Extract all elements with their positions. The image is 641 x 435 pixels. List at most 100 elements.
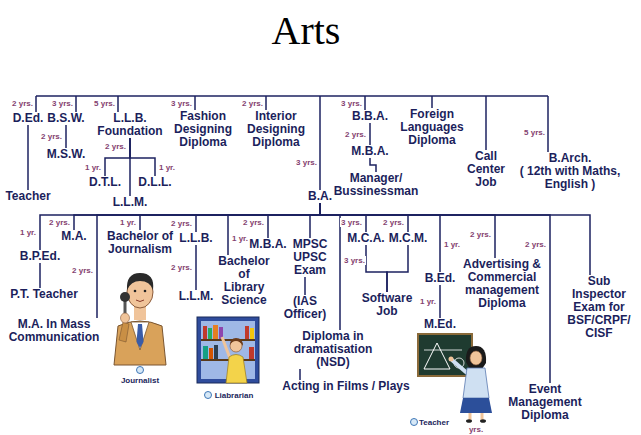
branch-line xyxy=(194,96,196,110)
node-text: (IAS Officer) xyxy=(280,295,330,321)
node-text: D.T.L. xyxy=(85,176,125,189)
figure-caption: Liabrarian xyxy=(214,391,255,400)
connector-line xyxy=(387,245,408,292)
node-text: L.L.B. xyxy=(177,232,215,245)
node-text: B.S.W. xyxy=(43,112,89,125)
branch-line xyxy=(431,96,433,108)
career-node: Advertising & Commercial management Dipl… xyxy=(461,258,543,310)
caption-dot xyxy=(411,419,418,426)
figure-caption: Teacher xyxy=(418,418,450,427)
duration-label: 1 yr. xyxy=(119,218,137,227)
connector-line xyxy=(268,203,320,238)
node-text: P.T. Teacher xyxy=(5,288,83,301)
journalist-jacket xyxy=(114,321,166,365)
teacher-shoe xyxy=(480,419,486,423)
duration-label: 2 yrs. xyxy=(241,99,264,108)
node-text: Software Job xyxy=(357,292,417,318)
node-text: ( 12th with Maths, English ) xyxy=(514,165,626,191)
node-text: D.Ed. xyxy=(8,112,48,125)
node-text: B.A. xyxy=(304,190,336,203)
branch-line xyxy=(35,96,37,112)
node-text: Teacher xyxy=(2,190,54,203)
connector-line xyxy=(439,285,441,318)
book xyxy=(214,345,218,359)
node-text: Advertising & Commercial management Dipl… xyxy=(461,258,543,310)
node-text: Acting in Films / Plays xyxy=(281,380,411,393)
career-node: D.L.L. xyxy=(135,176,175,189)
duration-label: 2 yrs. xyxy=(382,218,405,227)
career-node: Foreign Languages Diploma xyxy=(396,108,468,147)
node-text: Sub Inspector Exam for BSF/CRPF/ CISF xyxy=(565,275,633,340)
duration-label: 2 yrs. xyxy=(524,240,547,249)
connector-line xyxy=(39,263,41,288)
figure-caption: Journalist xyxy=(120,376,160,385)
teacher-face xyxy=(470,351,482,365)
connector-line xyxy=(370,158,376,172)
connector-line xyxy=(40,203,320,250)
duration-label: 1 yr. xyxy=(231,234,249,243)
career-node: L.L.M. xyxy=(177,290,215,303)
connector-line xyxy=(369,123,371,145)
journalist-eye xyxy=(134,290,137,293)
duration-label: 2 yrs. xyxy=(170,219,193,228)
teacher-arm xyxy=(452,360,467,373)
connector-line xyxy=(310,203,320,238)
book xyxy=(203,346,208,359)
teacher-hair xyxy=(466,346,486,369)
duration-label: 3 yrs. xyxy=(170,99,193,108)
node-text: L.L.B. Foundation xyxy=(92,112,168,138)
journalist-hand xyxy=(121,313,130,323)
career-node: Fashion Designing Diploma xyxy=(170,110,236,149)
duration-label: 3 yrs. xyxy=(340,99,363,108)
duration-label: 2 yrs. xyxy=(242,218,265,227)
journalist-mouth xyxy=(136,300,144,302)
connector-line xyxy=(366,245,387,292)
node-text: Bachelor of Library Science xyxy=(217,255,271,307)
shelf-board xyxy=(201,359,255,361)
node-text: MPSC UPSC Exam xyxy=(290,238,330,277)
connector-line xyxy=(299,369,301,380)
bookshelf-frame xyxy=(197,317,259,383)
career-node: Event Management Diploma xyxy=(505,383,585,422)
branch-line xyxy=(547,96,549,152)
duration-label: yrs. xyxy=(468,425,484,434)
career-node: M.C.A. xyxy=(346,232,386,245)
career-node: M.A. In Mass Communication xyxy=(6,318,102,344)
duration-label: 5 yrs. xyxy=(93,99,116,108)
node-text: M.A. xyxy=(59,230,89,243)
node-text: B.P.Ed. xyxy=(16,250,64,263)
node-text: B.Arch. xyxy=(514,152,626,165)
duration-label: 2 yrs. xyxy=(104,142,127,151)
duration-label: 2 yrs. xyxy=(170,263,193,272)
librarian-body xyxy=(226,355,247,384)
connector-line xyxy=(74,203,320,230)
teacher-leg xyxy=(481,413,484,420)
duration-label: 2 yrs. xyxy=(469,230,492,239)
duration-label: 1 yr. xyxy=(84,163,102,172)
career-node: Interior Designing Diploma xyxy=(243,110,309,149)
connector-line xyxy=(304,277,306,295)
teacher-leg xyxy=(469,413,472,420)
career-node: L.L.B. Foundation xyxy=(92,112,168,138)
journalist-shirt xyxy=(131,322,149,350)
branch-line xyxy=(485,96,487,150)
duration-label: 3 yrs. xyxy=(340,218,363,227)
career-node: M.B.A. xyxy=(348,145,392,158)
career-node: Bachelor of Journalism xyxy=(105,230,175,256)
career-node: B.P.Ed. xyxy=(16,250,64,263)
teacher-top xyxy=(463,368,489,398)
branch-line xyxy=(265,96,267,110)
chalk-line xyxy=(424,350,462,351)
connector-line xyxy=(140,203,320,230)
career-node: Diploma in dramatisation (NSD) xyxy=(292,330,374,369)
book xyxy=(245,326,249,339)
career-node: Teacher xyxy=(2,190,54,203)
duration-label: 1 yr. xyxy=(419,297,437,306)
career-node: Acting in Films / Plays xyxy=(281,380,411,393)
career-node: M.A. xyxy=(59,230,89,243)
duration-label: 1 yr. xyxy=(158,163,176,172)
career-node: Manager/ Bussinessman xyxy=(328,172,424,198)
shelf-board xyxy=(201,339,255,341)
node-text: M.A. In Mass Communication xyxy=(6,318,102,344)
